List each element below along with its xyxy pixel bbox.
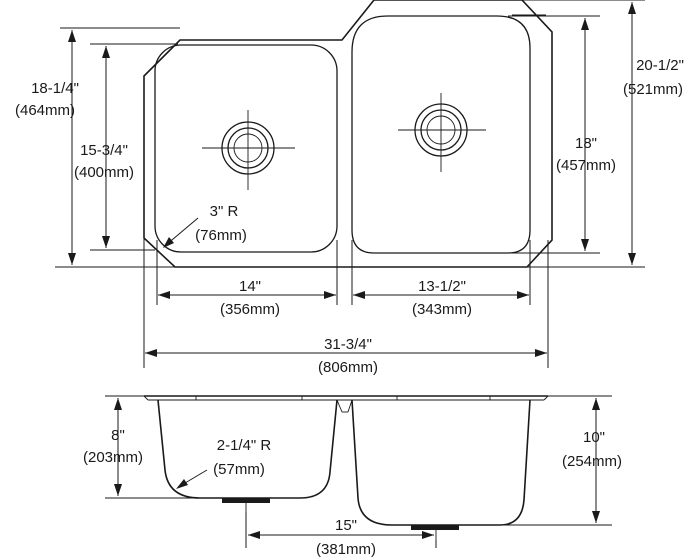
label-13-1-2-in: 13-1/2" <box>418 278 466 295</box>
dim-18-1-4 <box>68 30 76 265</box>
dim-15-3-4 <box>102 46 110 248</box>
label-10-in: 10" <box>583 429 605 446</box>
label-10-mm: (254mm) <box>562 453 622 470</box>
right-bowl-profile <box>351 399 531 526</box>
label-15-mm: (381mm) <box>316 541 376 558</box>
label-8-mm: (203mm) <box>83 449 143 466</box>
dim-10 <box>592 398 600 523</box>
label-15-3-4-mm: (400mm) <box>74 164 134 181</box>
label-18-mm: (457mm) <box>556 157 616 174</box>
right-drain-side <box>411 525 459 540</box>
label-8-in: 8" <box>111 427 125 444</box>
label-15-in: 15" <box>335 517 357 534</box>
corner-radius-leader <box>163 217 199 248</box>
left-bowl <box>154 44 338 253</box>
outer-flange-outline <box>143 0 553 268</box>
dim-18 <box>581 18 589 251</box>
right-drain <box>398 93 486 172</box>
dim-31-3-4 <box>145 349 547 357</box>
dim-15 <box>248 531 434 539</box>
label-3r-mm: (76mm) <box>195 227 247 244</box>
label-18-1-4-mm: (464mm) <box>15 102 75 119</box>
label-14-in: 14" <box>239 278 261 295</box>
bottom-radius-leader <box>176 469 208 489</box>
label-31-3-4-mm: (806mm) <box>318 359 378 376</box>
dim-13-1-2 <box>353 291 529 299</box>
dim-20-1-2 <box>628 2 636 265</box>
label-3r-in: 3" R <box>210 203 239 220</box>
top-view <box>55 0 645 368</box>
label-14-mm: (356mm) <box>220 301 280 318</box>
label-13-1-2-mm: (343mm) <box>412 301 472 318</box>
label-20-1-2-in: 20-1/2" <box>636 57 684 74</box>
labels: 18-1/4" (464mm) 15-3/4" (400mm) 3" R (76… <box>15 57 684 558</box>
left-drain-side <box>222 498 270 512</box>
label-15-3-4-in: 15-3/4" <box>80 142 128 159</box>
side-view <box>105 395 612 548</box>
label-18-1-4-in: 18-1/4" <box>31 80 79 97</box>
label-20-1-2-mm: (521mm) <box>623 81 683 98</box>
label-2-1-4r-mm: (57mm) <box>213 461 265 478</box>
dim-8 <box>114 398 122 496</box>
label-31-3-4-in: 31-3/4" <box>324 336 372 353</box>
label-18-in: 18" <box>575 135 597 152</box>
label-2-1-4r-in: 2-1/4" R <box>217 437 272 454</box>
dim-14 <box>158 291 336 299</box>
left-drain <box>202 110 295 190</box>
right-bowl <box>351 15 531 254</box>
